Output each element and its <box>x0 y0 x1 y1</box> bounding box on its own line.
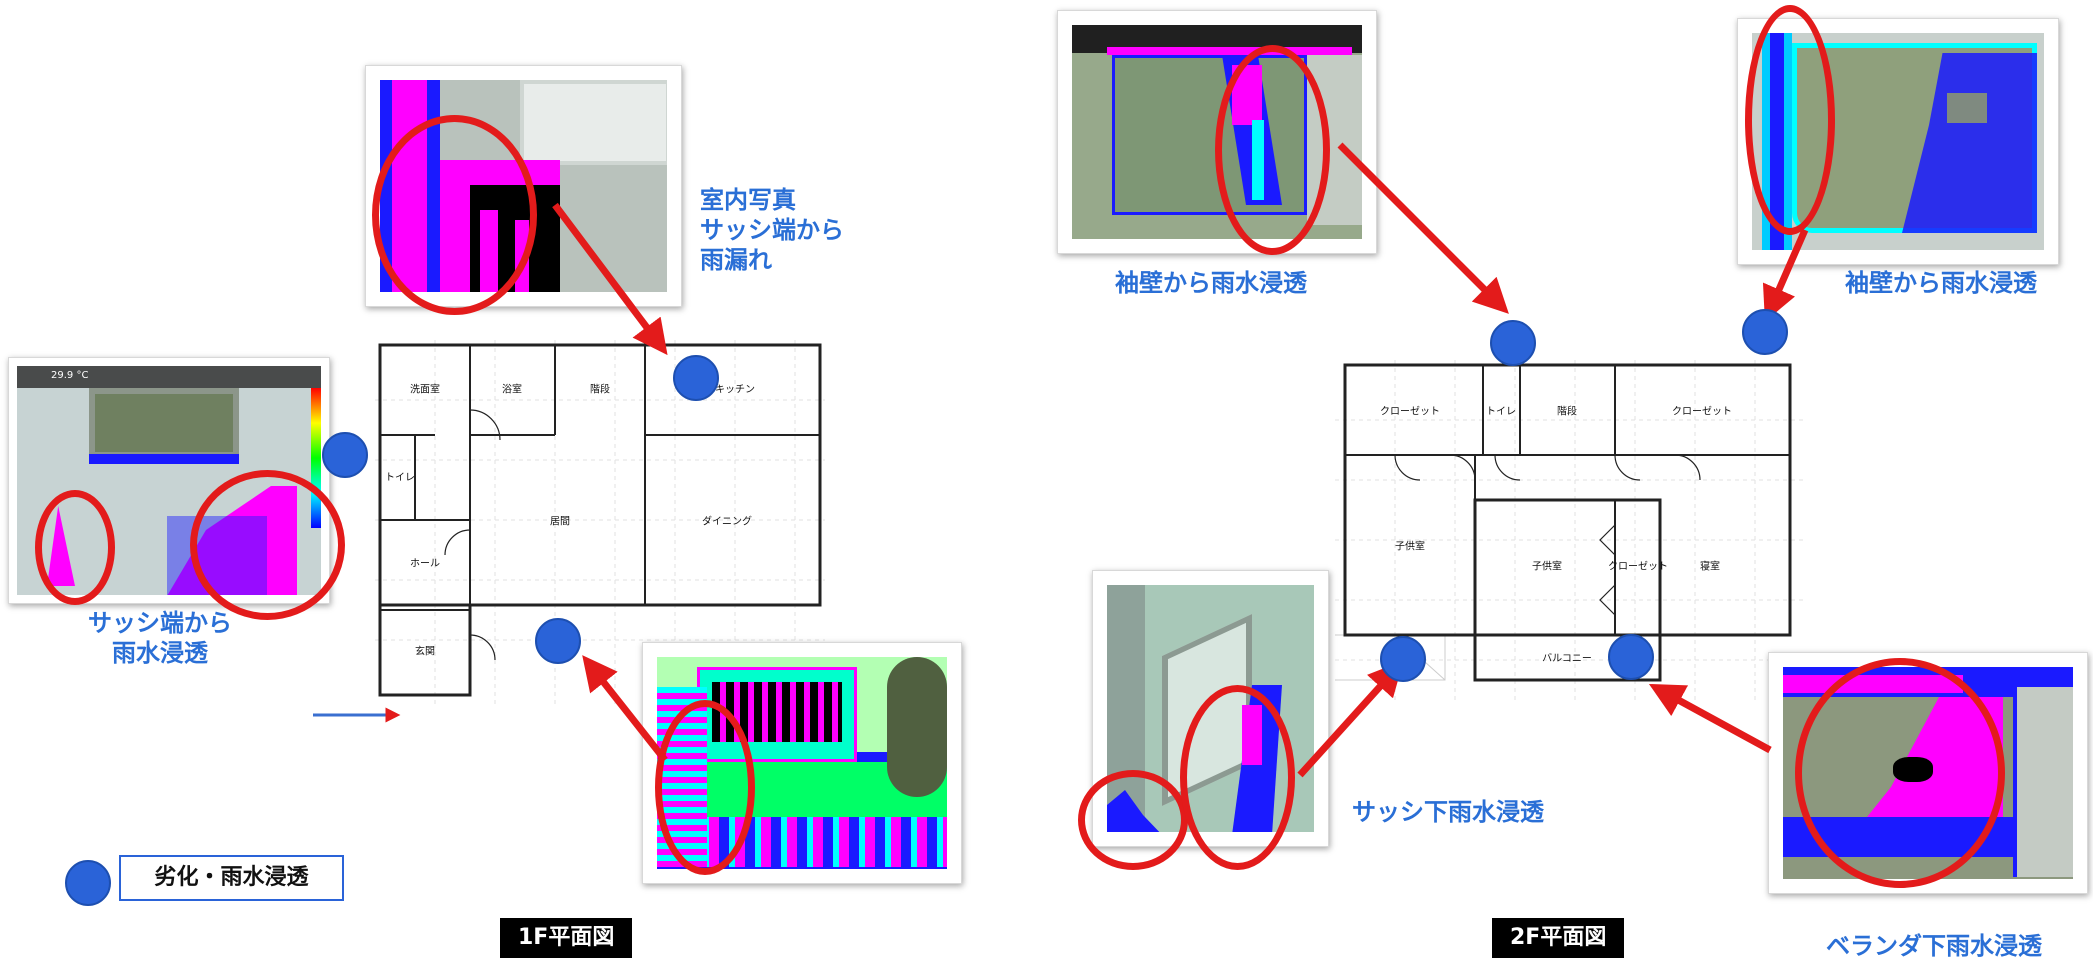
legend-label: 劣化・雨水浸透 <box>154 865 309 890</box>
room-label-toilet: トイレ <box>385 472 415 484</box>
room-label-closet-center: クローゼット <box>1608 561 1668 573</box>
caption-veranda-below: ベランダ下雨水浸透 <box>1826 932 2042 960</box>
room-label-bedroom: 寝室 <box>1700 561 1720 573</box>
room-label-entrance: 玄関 <box>415 646 435 658</box>
marker-1f-west-wall <box>322 432 368 478</box>
room-label-stairs: 階段 <box>590 384 610 396</box>
plan-title-1f: 1F平面図 <box>500 918 633 958</box>
ring-sash-below-left <box>1078 770 1188 870</box>
ring-thermal-sash-right <box>190 470 345 620</box>
marker-1f-kitchen <box>673 355 719 401</box>
marker-2f-veranda <box>1608 634 1654 680</box>
ring-interior-sash <box>372 115 537 315</box>
room-label-balcony: バルコニー <box>1542 653 1592 665</box>
legend-box: 劣化・雨水浸透 <box>119 855 344 901</box>
room-label-washroom: 洗面室 <box>410 384 440 396</box>
thermal-temperature-readout: 29.9 °C <box>51 370 89 381</box>
caption-wing-wall-left: 袖壁から雨水浸透 <box>1115 269 1307 297</box>
marker-1f-entrance <box>535 618 581 664</box>
room-label-closet-right: クローゼット <box>1672 406 1732 418</box>
marker-2f-sash-below <box>1380 636 1426 682</box>
room-label-child-room-center: 子供室 <box>1532 561 1562 573</box>
caption-interior-line3: 雨漏れ <box>700 246 772 274</box>
caption-sash-line2: 雨水浸透 <box>112 639 208 667</box>
marker-2f-north-left <box>1490 320 1536 366</box>
floor-plan-2f-drawing <box>1335 360 1805 700</box>
caption-wing-wall-right: 袖壁から雨水浸透 <box>1845 269 2037 297</box>
ring-exterior-1f <box>655 700 755 875</box>
marker-2f-north-right <box>1742 309 1788 355</box>
caption-sash-line1: サッシ端から <box>88 609 232 637</box>
ring-veranda-below <box>1795 658 2005 888</box>
floor-plan-2f: クローゼット トイレ 階段 クローゼット 子供室 子供室 クローゼット 寝室 バ… <box>1335 360 1805 700</box>
ring-wing-wall-right <box>1745 5 1835 235</box>
room-label-stairs-2f: 階段 <box>1557 406 1577 418</box>
caption-sash-below: サッシ下雨水浸透 <box>1352 798 1544 826</box>
room-label-dining: ダイニング <box>702 516 752 528</box>
room-label-child-room-left: 子供室 <box>1395 541 1425 553</box>
caption-interior-sash: 室内写真 サッシ端から 雨漏れ <box>700 185 844 275</box>
room-label-hall: ホール <box>410 558 440 570</box>
legend-marker <box>65 860 111 906</box>
room-label-toilet-2f: トイレ <box>1486 406 1516 418</box>
caption-sash-edge-seepage: サッシ端から 雨水浸透 <box>60 608 260 668</box>
plan-title-2f: 2F平面図 <box>1492 918 1625 958</box>
ring-thermal-sash-left <box>35 490 115 605</box>
legend: 劣化・雨水浸透 <box>62 855 362 906</box>
room-label-kitchen: キッチン <box>715 384 755 396</box>
room-label-bath: 浴室 <box>502 384 522 396</box>
caption-interior-line1: 室内写真 <box>700 186 796 214</box>
room-label-living: 居間 <box>550 516 570 528</box>
room-label-closet-left: クローゼット <box>1380 406 1440 418</box>
caption-interior-line2: サッシ端から <box>700 216 844 244</box>
ring-wing-wall-left <box>1215 45 1330 255</box>
ring-sash-below-right <box>1180 685 1295 870</box>
